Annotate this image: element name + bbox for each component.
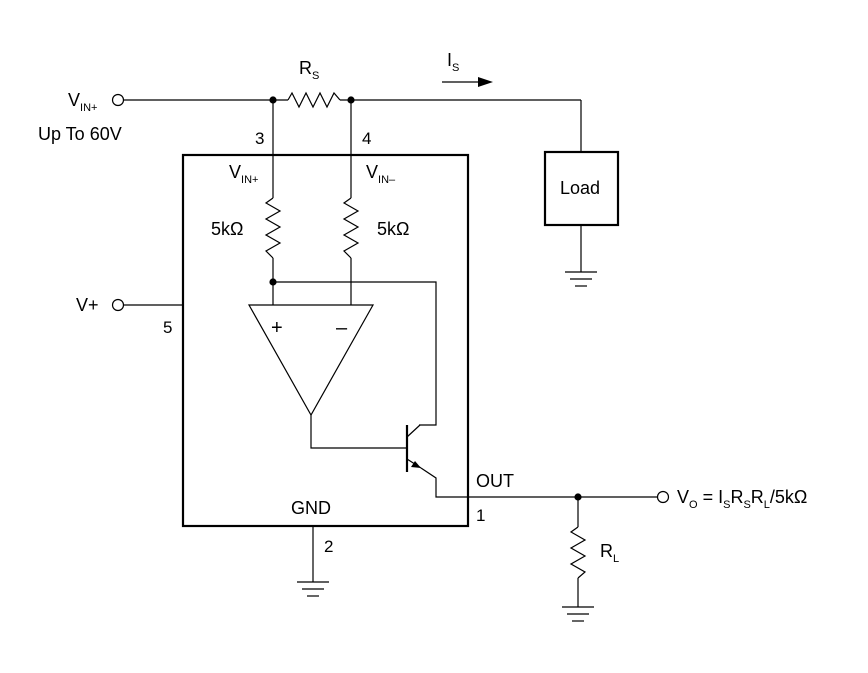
wire-collector xyxy=(273,281,437,426)
output-formula: VO = ISRSRL/5kΩ xyxy=(677,487,807,511)
junction-dot xyxy=(269,278,277,286)
ic-vin-plus-label: VIN+ xyxy=(229,162,258,186)
pin-1-label: 1 xyxy=(476,506,485,525)
junction-dot xyxy=(574,493,582,501)
current-arrow-icon xyxy=(442,77,493,87)
sense-current-label: IS xyxy=(447,50,459,74)
ground-icon-load xyxy=(565,271,597,287)
ground-icon-rl xyxy=(562,606,594,622)
sense-resistor-symbol xyxy=(287,91,341,109)
pin-3-label: 3 xyxy=(255,129,264,148)
wire-output xyxy=(420,467,657,498)
v-plus-label: V+ xyxy=(76,295,99,315)
load-resistor-label: RL xyxy=(600,541,619,565)
ground-icon-ic xyxy=(297,581,329,597)
pin-5-label: 5 xyxy=(163,318,172,337)
junction-dot xyxy=(347,96,355,104)
ic-vin-minus-label: VIN– xyxy=(366,162,396,186)
wiring xyxy=(124,99,657,607)
output-transistor-symbol xyxy=(405,424,422,472)
load-resistor-symbol xyxy=(569,526,587,579)
pin-2-label: 2 xyxy=(324,537,333,556)
internal-resistor-right-symbol xyxy=(342,197,360,259)
ic-package xyxy=(181,153,470,528)
wire-base xyxy=(310,415,407,449)
op-amp-plus-sign: + xyxy=(271,317,283,339)
vin-plus-terminal-label: VIN+ xyxy=(68,90,97,114)
vin-plus-terminal xyxy=(111,93,125,107)
op-amp-minus-sign: – xyxy=(336,317,348,339)
emitter-arrow-icon xyxy=(411,461,421,468)
internal-resistor-left-label: 5kΩ xyxy=(211,219,243,239)
op-amp-symbol xyxy=(247,304,375,417)
sense-resistor-label: RS xyxy=(299,58,319,82)
internal-resistor-left-symbol xyxy=(264,197,282,259)
gnd-label: GND xyxy=(291,498,331,518)
vo-terminal xyxy=(656,490,670,504)
internal-resistor-right-label: 5kΩ xyxy=(377,219,409,239)
supply-range-label: Up To 60V xyxy=(38,124,122,144)
load-box xyxy=(543,150,620,227)
load-label: Load xyxy=(560,178,600,198)
v-plus-terminal xyxy=(111,298,125,312)
out-label: OUT xyxy=(476,471,514,491)
junction-dot xyxy=(269,96,277,104)
pin-4-label: 4 xyxy=(362,129,371,148)
